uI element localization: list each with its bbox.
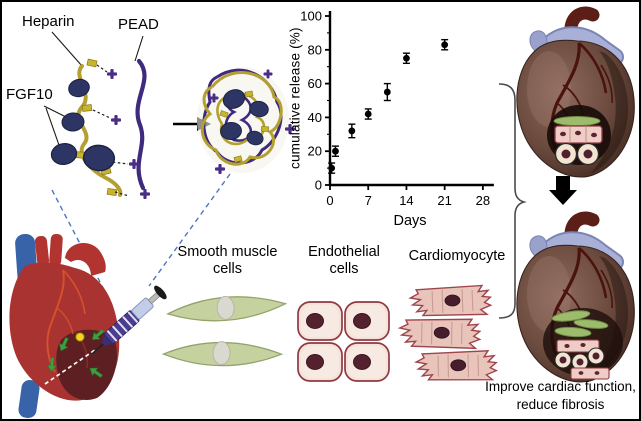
injection-site-marker bbox=[75, 332, 85, 342]
molecular-diagram bbox=[43, 31, 211, 199]
endothelial-cells-label: Endothelial cells bbox=[279, 244, 409, 277]
infarct-patch-before bbox=[547, 105, 611, 166]
endothelial-line1: Endothelial bbox=[308, 244, 380, 260]
infarct-patch-after bbox=[543, 308, 623, 380]
fgf10-label: FGF10 bbox=[6, 86, 53, 103]
chart-x-axis-label: Days bbox=[393, 213, 427, 229]
smooth-muscle-line2: cells bbox=[212, 260, 242, 277]
svg-text:60: 60 bbox=[308, 76, 322, 91]
svg-text:7: 7 bbox=[365, 193, 372, 208]
svg-text:80: 80 bbox=[308, 42, 322, 57]
smooth-muscle-cells-label: Smooth muscle cells bbox=[160, 244, 295, 277]
syringe-icon bbox=[91, 285, 167, 355]
svg-text:14: 14 bbox=[399, 193, 413, 208]
cardiomyocyte-label: Cardiomyocyte bbox=[408, 248, 506, 264]
svg-text:0: 0 bbox=[326, 193, 333, 208]
svg-text:40: 40 bbox=[308, 110, 322, 125]
electrostatic-bond-lines bbox=[87, 64, 130, 197]
svg-text:20: 20 bbox=[308, 144, 322, 159]
svg-text:28: 28 bbox=[476, 193, 490, 208]
coacervate-particle bbox=[197, 67, 295, 174]
outcome-line2: reduce fibrosis bbox=[516, 397, 605, 413]
release-chart: 0 20 40 60 80 100 0 7 14 21 28 bbox=[300, 9, 494, 208]
chart-y-axis-label: cumulative release (%) bbox=[287, 27, 303, 169]
pead-label: PEAD bbox=[118, 16, 159, 33]
outcome-arrow-icon bbox=[549, 176, 577, 205]
smooth-muscle-cells-illustration bbox=[162, 292, 287, 369]
grouping-brace-icon bbox=[498, 83, 527, 319]
repaired-heart-illustration bbox=[517, 218, 634, 382]
svg-text:100: 100 bbox=[300, 9, 322, 24]
infarcted-heart-illustration bbox=[517, 13, 634, 177]
label-pointer-lines bbox=[43, 31, 144, 149]
endothelial-line2: cells bbox=[329, 260, 359, 277]
svg-text:0: 0 bbox=[315, 178, 322, 193]
cardiomyocyte-illustration bbox=[398, 284, 498, 382]
injection-heart-illustration bbox=[9, 233, 167, 419]
outcome-text: Improve cardiac function, reduce fibrosi… bbox=[480, 378, 639, 414]
heparin-label: Heparin bbox=[22, 13, 75, 30]
svg-text:21: 21 bbox=[437, 193, 451, 208]
pead-chain bbox=[135, 58, 147, 191]
outcome-line1: Improve cardiac function, bbox=[485, 379, 636, 394]
endothelial-cells-illustration bbox=[297, 301, 390, 382]
smooth-muscle-line1: Smooth muscle bbox=[177, 244, 278, 260]
